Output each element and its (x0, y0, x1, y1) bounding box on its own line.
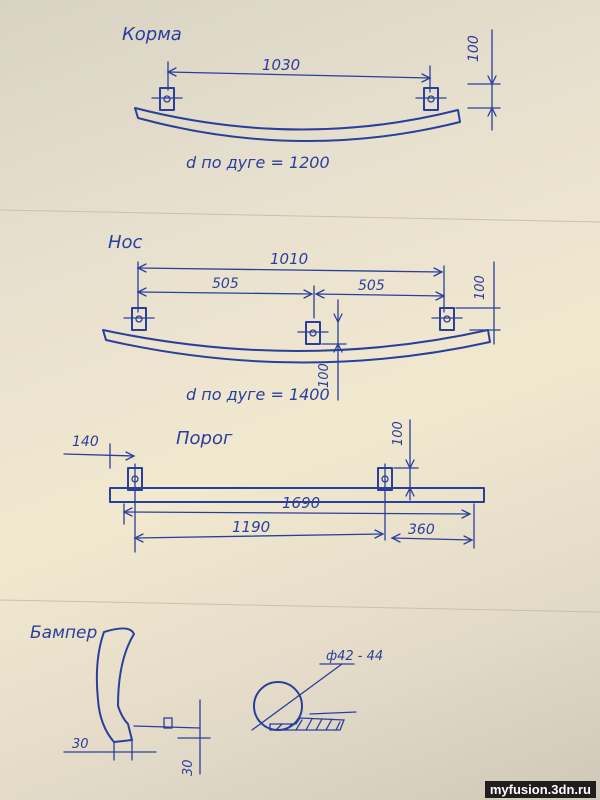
sill-tail-dimension (391, 537, 473, 541)
bumper-profile (95, 627, 135, 743)
arrow-head (405, 486, 415, 497)
sill-title: Порог (176, 428, 233, 449)
stern-span-value: 1030 (262, 56, 300, 74)
bolt-hole (163, 95, 171, 103)
stern-span-dimension (167, 71, 431, 79)
sill-inner-dimension (134, 533, 384, 539)
bow-span-dimension (137, 267, 443, 273)
sill-tail-value: 360 (408, 522, 435, 538)
bumper-title: Бампер (30, 623, 97, 643)
stern-arc-label: d по дуге = 1200 (186, 153, 330, 172)
bumper-width-value: 30 (72, 737, 89, 752)
bow-arc-label: d по дуге = 1400 (186, 385, 330, 404)
hatched-plate (269, 717, 345, 731)
sill-length-value: 1690 (282, 494, 320, 512)
paper-fold (0, 209, 600, 223)
arrow-head (374, 529, 385, 539)
arrow-head (461, 509, 472, 519)
bow-half-left-dimension (137, 291, 313, 295)
stern-section: Корма 1030 100 d по дуге = 1200 (122, 24, 501, 172)
bow-bracket-right (439, 307, 455, 331)
bow-beam (102, 329, 491, 364)
arrow-head (463, 535, 474, 545)
bumper-section: Бампер 30 30 ф42 - 44 (30, 623, 383, 776)
sill-section: Порог 140 100 1690 1190 (63, 419, 485, 553)
stern-beam (134, 107, 461, 143)
arrow-head (133, 533, 144, 543)
paper-fold (0, 599, 600, 613)
bolt-hole (135, 315, 143, 323)
site-watermark: myfusion.3dn.ru (484, 781, 596, 798)
sill-offset-value: 140 (72, 434, 99, 450)
stern-bracket-right (423, 87, 439, 111)
arrow-head (125, 451, 136, 461)
mount-plate (133, 725, 201, 729)
bow-height-center-value: 100 (317, 363, 332, 388)
stern-bracket-left (159, 87, 175, 111)
bow-section: Нос 1010 505 505 100 (102, 232, 501, 404)
mount-bolt (163, 717, 173, 729)
arrow-head (303, 289, 314, 299)
bolt-hole (427, 95, 435, 103)
plate-edge (309, 711, 357, 715)
stern-height-value: 100 (466, 35, 482, 62)
tube-diameter-value: ф42 - 44 (326, 649, 383, 664)
bow-height-right-value: 100 (473, 275, 488, 300)
bow-half-right-value: 505 (358, 278, 385, 294)
bolt-hole (443, 315, 451, 323)
arrow-head (390, 533, 401, 543)
bow-half-right-dimension (315, 293, 445, 297)
bow-bracket-center (305, 321, 321, 345)
arrow-head (333, 313, 343, 324)
bolt-hole (309, 329, 317, 337)
bow-span-value: 1010 (270, 250, 308, 268)
sill-offset-dimension (63, 453, 135, 457)
arrow-head (314, 289, 325, 299)
arrow-head (433, 267, 444, 277)
stern-title: Корма (122, 24, 182, 45)
bumper-height-value: 30 (181, 759, 196, 776)
arrow-head (487, 75, 497, 86)
diameter-leader (251, 663, 343, 731)
sill-beam (109, 487, 485, 503)
bow-bracket-left (131, 307, 147, 331)
arrow-head (487, 106, 497, 117)
sill-height-value: 100 (391, 421, 406, 446)
hatch-lines (275, 718, 341, 731)
sill-length-dimension (123, 511, 471, 515)
sill-inner-value: 1190 (232, 518, 270, 536)
bow-title: Нос (108, 232, 143, 253)
bow-half-left-value: 505 (212, 276, 239, 292)
